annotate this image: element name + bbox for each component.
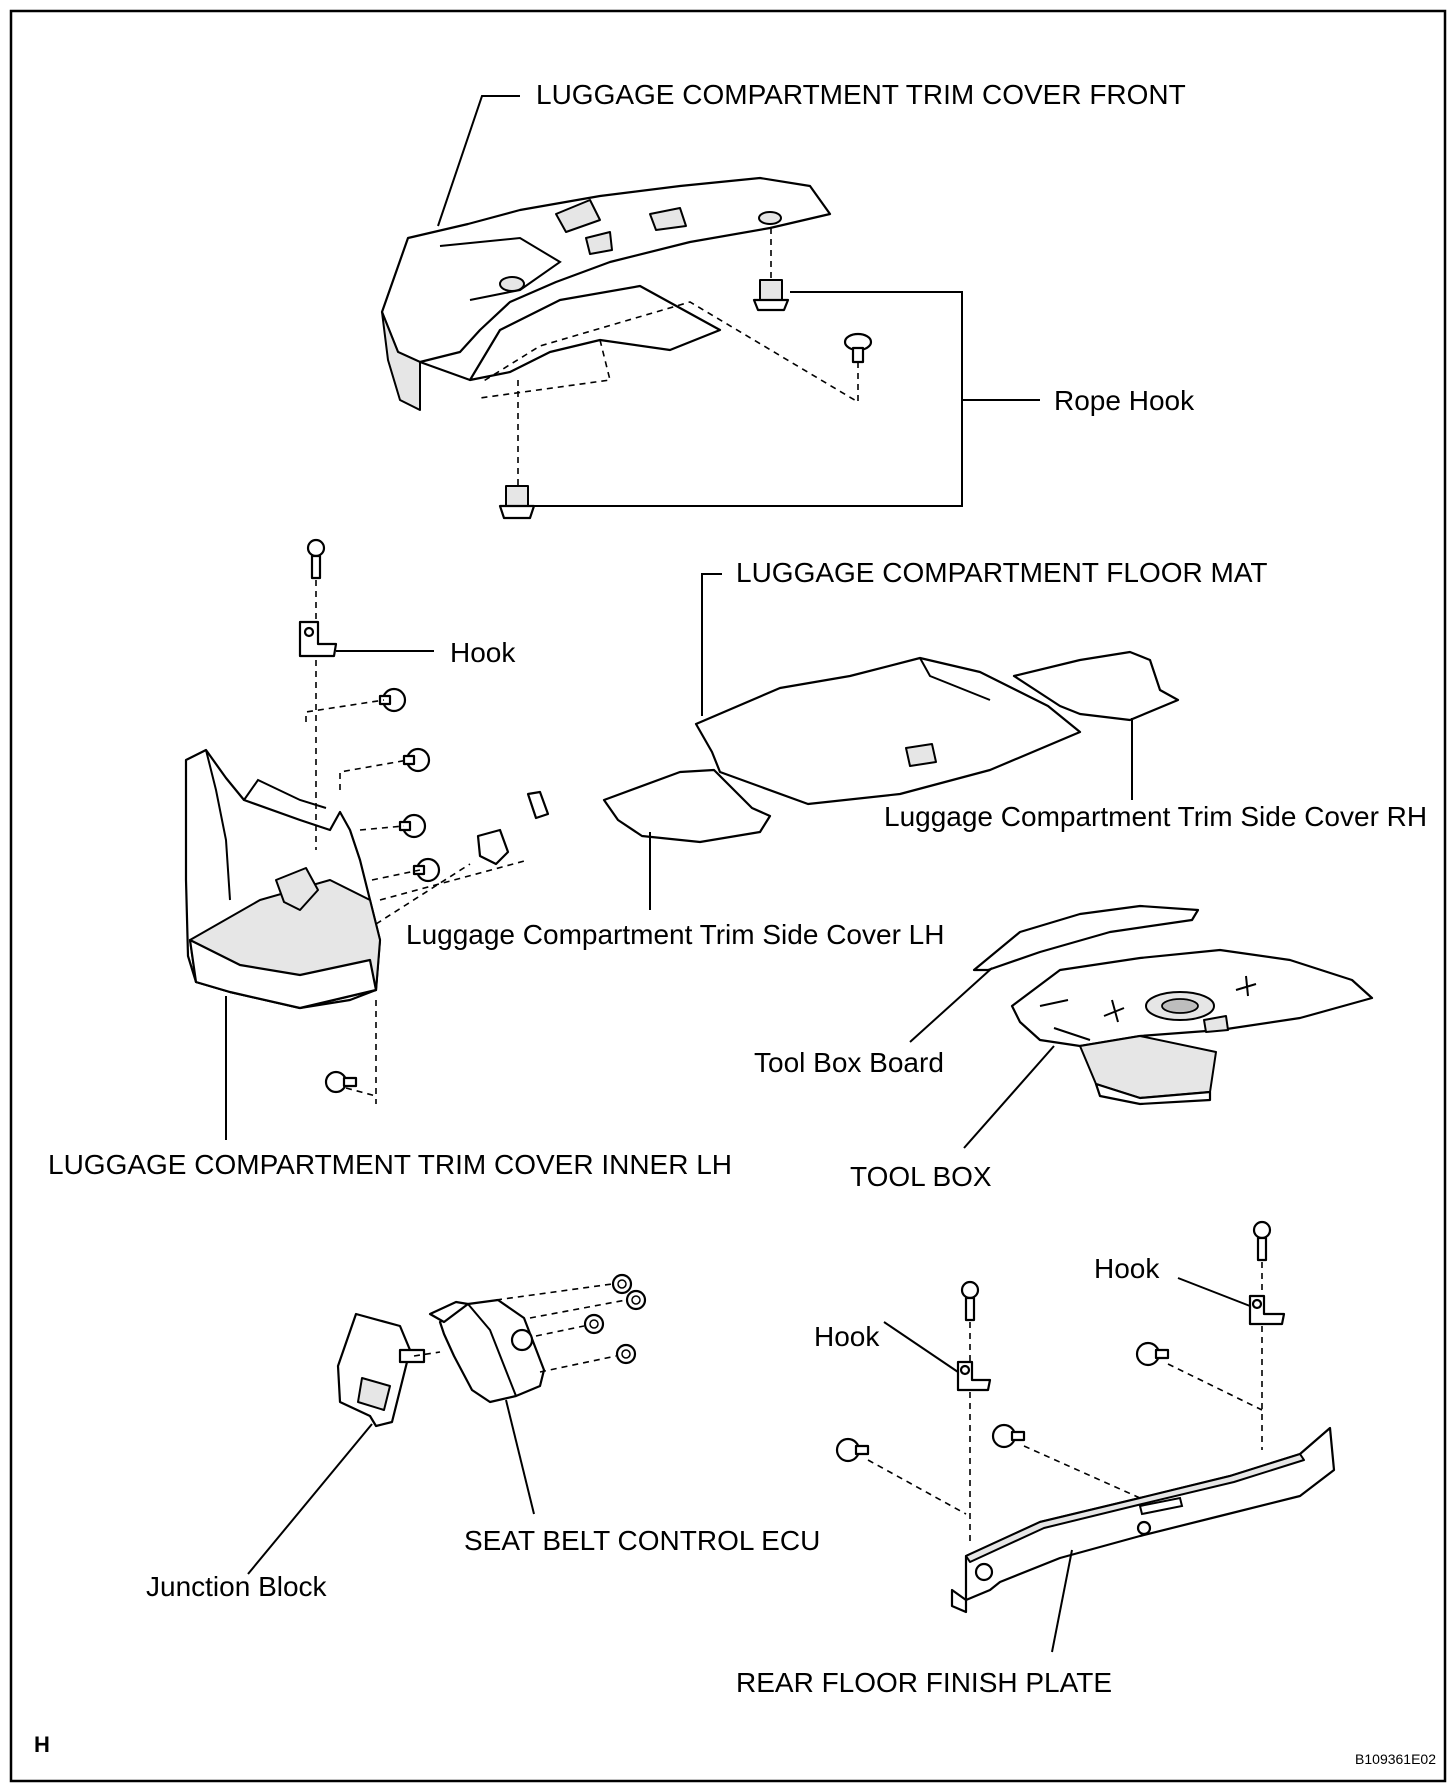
tool-box-board-leader: [909, 967, 993, 1043]
label-seat-belt-ecu: SEAT BELT CONTROL ECU: [464, 1525, 820, 1556]
inner-cover-clips: [324, 687, 550, 1094]
side-cover-rh-part: [1012, 650, 1180, 722]
trim-cover-front-part: [380, 176, 832, 411]
hook-right-part: [1248, 1294, 1286, 1326]
hook-left-part: [298, 620, 338, 658]
label-floor-mat: LUGGAGE COMPARTMENT FLOOR MAT: [736, 557, 1268, 588]
hook-center-bolt: [960, 1280, 980, 1322]
floor-mat-part: [694, 656, 1082, 806]
label-hook-center: Hook: [814, 1321, 880, 1352]
floor-mat-leader: [701, 573, 722, 716]
label-tool-box-board: Tool Box Board: [754, 1047, 944, 1078]
hook-center-part: [956, 1360, 992, 1392]
label-side-cover-rh: Luggage Compartment Trim Side Cover RH: [884, 801, 1427, 832]
label-trim-cover-front: LUGGAGE COMPARTMENT TRIM COVER FRONT: [536, 79, 1186, 110]
label-trim-cover-inner-lh: LUGGAGE COMPARTMENT TRIM COVER INNER LH: [48, 1149, 732, 1180]
corner-mark: H: [34, 1732, 50, 1757]
label-junction-block: Junction Block: [146, 1571, 328, 1602]
hook-center-leader: [883, 1321, 959, 1373]
side-cover-lh-part: [602, 768, 772, 844]
tool-box-part: [1010, 948, 1374, 1106]
ecu-nuts: [583, 1273, 647, 1365]
diagram-frame: [9, 9, 1447, 1783]
tool-box-leader: [963, 1045, 1055, 1149]
clip-screw-front: [843, 332, 873, 364]
junction-block-part: [336, 1312, 426, 1428]
label-side-cover-lh: Luggage Compartment Trim Side Cover LH: [406, 919, 944, 950]
trim-cover-inner-lh-part: [184, 748, 382, 1010]
seat-belt-ecu-leader: [505, 1399, 535, 1515]
trim-cover-front-leader: [437, 95, 520, 227]
rear-floor-finish-plate-part: [950, 1426, 1336, 1614]
rope-hook-clip-lower: [498, 485, 536, 520]
rear-floor-finish-plate-leader: [1051, 1549, 1073, 1653]
label-hook-left: Hook: [450, 637, 516, 668]
junction-block-leader: [247, 1423, 373, 1575]
rope-hook-clip-upper: [752, 279, 790, 312]
plate-clips: [835, 1341, 1170, 1463]
label-hook-right: Hook: [1094, 1253, 1160, 1284]
seat-belt-ecu-part: [428, 1298, 546, 1404]
figure-code: B109361E02: [1355, 1751, 1436, 1767]
tool-box-board-part: [972, 904, 1200, 972]
label-rope-hook: Rope Hook: [1054, 385, 1195, 416]
label-rear-floor-finish-plate: REAR FLOOR FINISH PLATE: [736, 1667, 1112, 1698]
hook-left-bolt: [306, 538, 326, 580]
hook-right-leader: [1177, 1277, 1251, 1307]
label-tool-box: TOOL BOX: [850, 1161, 992, 1192]
hook-right-bolt: [1252, 1220, 1272, 1262]
